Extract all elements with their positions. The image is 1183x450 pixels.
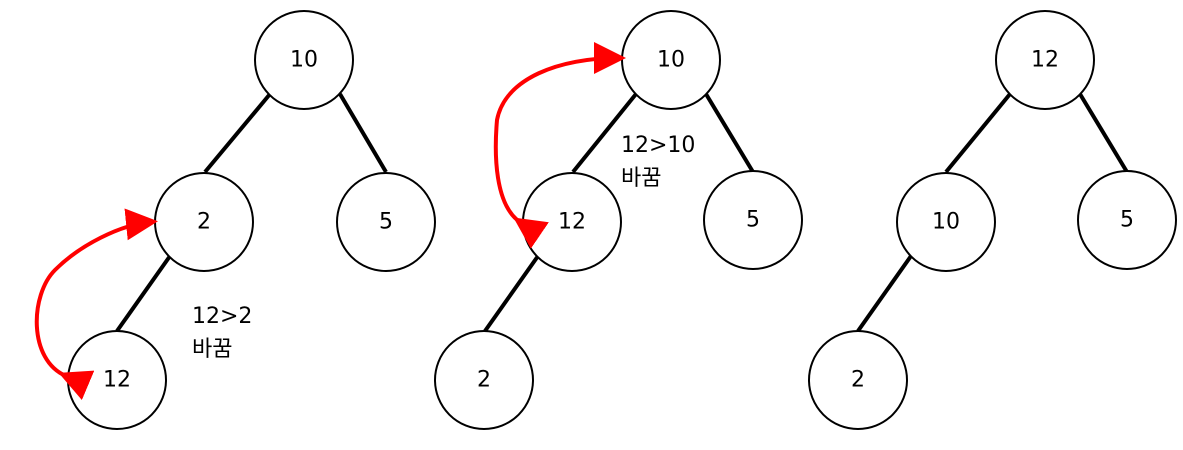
tree-node-root xyxy=(254,10,354,110)
node-value-right: 5 xyxy=(1120,208,1134,233)
node-value-left: 2 xyxy=(197,210,211,235)
node-value-left-child: 12 xyxy=(103,368,131,393)
swap-condition-text: 12>10 xyxy=(621,133,695,158)
tree-node-right xyxy=(703,170,803,270)
tree-node-right xyxy=(336,172,436,272)
swap-action-text: 바꿈 xyxy=(621,166,661,191)
edge-left-child xyxy=(115,254,172,333)
node-value-left-child: 2 xyxy=(477,368,491,393)
swap-arrow xyxy=(493,42,626,249)
node-value-left: 12 xyxy=(558,210,586,235)
tree-node-left xyxy=(896,172,996,272)
node-value-left: 10 xyxy=(932,210,960,235)
edge-left-child xyxy=(856,254,913,333)
edge-root-left xyxy=(203,92,272,174)
tree-node-root xyxy=(995,10,1095,110)
node-value-root: 10 xyxy=(657,48,685,73)
tree-node-left-child xyxy=(434,330,534,430)
node-value-right: 5 xyxy=(746,208,760,233)
tree-node-left-child xyxy=(808,330,908,430)
edge-root-right xyxy=(1078,92,1129,174)
node-value-root: 12 xyxy=(1031,48,1059,73)
step-1-tree: 10 2 5 12 12>2 바꿈 xyxy=(34,10,436,430)
swap-arrow xyxy=(34,208,158,401)
tree-node-right xyxy=(1077,170,1177,270)
swap-condition-text: 12>2 xyxy=(192,304,252,329)
step-3-tree: 12 10 5 2 xyxy=(808,10,1177,430)
step-2-tree: 10 12 5 2 12>10 바꿈 xyxy=(434,10,803,430)
node-value-right: 5 xyxy=(379,210,393,235)
node-value-root: 10 xyxy=(290,48,318,73)
edge-root-left xyxy=(944,92,1012,174)
edge-root-right xyxy=(338,92,388,174)
edge-root-right xyxy=(704,92,755,174)
node-value-left-child: 2 xyxy=(851,368,865,393)
edge-left-child xyxy=(483,254,540,333)
swap-action-text: 바꿈 xyxy=(192,337,232,362)
